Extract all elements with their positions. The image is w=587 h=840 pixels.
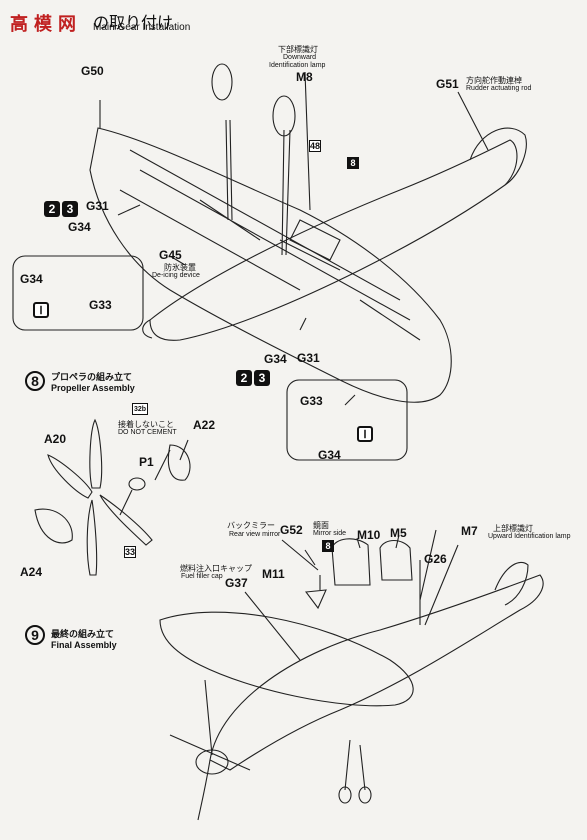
- canopy-m10: [331, 538, 371, 586]
- propeller-blade-down: [86, 499, 98, 576]
- gear-leg-left: [225, 119, 233, 221]
- marker-8-lower: 8: [322, 540, 334, 552]
- label-m8-jp: 下部標識灯: [278, 45, 318, 54]
- label-g50: G50: [81, 64, 104, 78]
- propeller-blade-up: [89, 418, 103, 489]
- nose-cowling: [142, 319, 153, 339]
- spinner: [34, 508, 73, 544]
- marker-8-upper: 8: [347, 157, 359, 169]
- label-m8-en2: Identification lamp: [269, 62, 326, 69]
- propeller-blade-right: [99, 494, 153, 546]
- label-g34-lower: G34: [264, 352, 287, 366]
- marker-48: 48: [309, 140, 321, 152]
- m11-part: [304, 589, 327, 610]
- label-m7-en: Upward Identification lamp: [488, 533, 571, 540]
- propeller-blade-left: [47, 454, 93, 499]
- no-cement-jp: 接着しないこと: [118, 420, 174, 429]
- roman-1-right: Ⅰ: [357, 426, 373, 442]
- label-g45-jp: 防氷装置: [164, 263, 196, 272]
- badge-2-upper: 2: [44, 201, 60, 217]
- label-a24: A24: [20, 565, 43, 579]
- label-g31-lower: G31: [297, 351, 320, 365]
- label-m5: M5: [390, 526, 407, 540]
- label-m8-en1: Downward: [283, 54, 317, 61]
- no-cement-en: DO NOT CEMENT: [118, 429, 177, 436]
- tail-fin: [469, 127, 527, 186]
- label-g51-en: Rudder actuating rod: [466, 85, 532, 92]
- label-m7: M7: [461, 524, 478, 538]
- wheel-right: [272, 95, 296, 137]
- label-g33-right: G33: [300, 394, 323, 408]
- label-g51: G51: [436, 77, 459, 91]
- label-g52: G52: [280, 523, 303, 537]
- callout-right: [286, 379, 408, 461]
- badge-3-upper: 3: [62, 201, 78, 217]
- badge-2-lower: 2: [236, 370, 252, 386]
- svg-text:网: 网: [58, 14, 76, 35]
- label-a22: A22: [193, 418, 216, 432]
- canopy-m5: [379, 539, 413, 581]
- landing-gear: [344, 739, 366, 791]
- callout-left: [12, 255, 144, 331]
- watermark-logo: 高 模 网: [6, 8, 96, 51]
- label-g34-right: G34: [318, 448, 341, 462]
- marker-33: 33: [124, 546, 136, 558]
- label-g45-en: De-icing device: [152, 272, 200, 279]
- step-9-title-jp: 最終の組み立て: [51, 629, 115, 639]
- label-g52-en: Rear view mirror: [229, 531, 281, 538]
- marker-32b: 32b: [132, 403, 148, 415]
- step-8-title-jp: プロペラの組み立て: [51, 372, 133, 382]
- mirror-side-jp: 鏡面: [313, 521, 329, 530]
- svg-text:模: 模: [34, 13, 53, 35]
- label-g33-callout: G33: [89, 298, 112, 312]
- label-g37: G37: [225, 576, 248, 590]
- label-g52-jp: バックミラー: [227, 521, 275, 530]
- mirror-side-en: Mirror side: [313, 530, 347, 537]
- label-g26: G26: [424, 552, 447, 566]
- final-prop: [169, 679, 251, 821]
- step-9-title-en: Final Assembly: [51, 640, 117, 650]
- label-m10: M10: [357, 528, 381, 542]
- label-g37-jp: 燃料注入口キャップ: [180, 564, 252, 573]
- step-9-number: 9: [25, 625, 45, 645]
- svg-text:高: 高: [10, 13, 28, 35]
- label-g31-upper: G31: [86, 199, 109, 213]
- header-title-jp: の取り付け: [93, 15, 174, 32]
- final-fuselage: [209, 574, 544, 771]
- step-8-title: プロペラの組み立て Propeller Assembly: [51, 370, 135, 393]
- roman-1-left: Ⅰ: [33, 302, 49, 318]
- step-8-number: 8: [25, 371, 45, 391]
- step-9-title: 最終の組み立て Final Assembly: [51, 627, 117, 650]
- gear-leg-right: [281, 129, 291, 256]
- label-a20: A20: [44, 432, 67, 446]
- header-title-en: Main Gear Installation: [93, 22, 191, 33]
- label-g34-callout: G34: [20, 272, 43, 286]
- label-g34-upper: G34: [68, 220, 91, 234]
- hub-part: [167, 444, 191, 481]
- label-g37-en: Fuel filler cap: [181, 573, 223, 580]
- wing-outline: [89, 127, 452, 403]
- wheel-left: [211, 63, 233, 101]
- label-g45: G45: [159, 248, 182, 262]
- badge-3-lower: 3: [254, 370, 270, 386]
- step-8-title-en: Propeller Assembly: [51, 383, 135, 393]
- label-g51-jp: 方向舵作動連棹: [466, 76, 522, 85]
- label-p1: P1: [139, 455, 154, 469]
- final-tail: [494, 561, 529, 606]
- final-wing: [159, 611, 414, 707]
- label-m8: M8: [296, 70, 313, 84]
- label-m11: M11: [262, 567, 285, 581]
- label-m7-jp: 上部標識灯: [493, 524, 533, 533]
